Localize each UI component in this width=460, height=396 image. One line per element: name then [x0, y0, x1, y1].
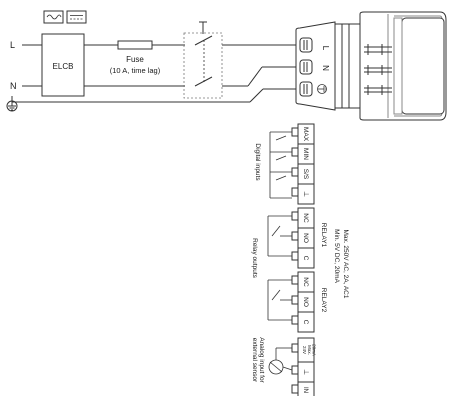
socket — [359, 11, 447, 121]
relay1-c-label: C — [302, 256, 309, 261]
analog-input-label-line2: external sensor — [251, 338, 258, 383]
relay1-name-label: RELAY1 — [320, 223, 327, 248]
ac-symbol-box — [43, 10, 64, 24]
relay2-nc-label: NC — [302, 277, 309, 287]
supply-type-symbols — [43, 10, 87, 24]
line-l-label: L — [10, 40, 15, 50]
elcb-box — [41, 33, 85, 97]
analog-supply-max-label: Max. — [307, 345, 312, 355]
digital-input-switches — [269, 131, 292, 199]
plug-ground-icon — [317, 84, 327, 94]
digital-inputs-label: Digital inputs — [254, 143, 261, 181]
wire-n-out-b — [247, 66, 263, 87]
relay-spec-min-label: Min. 5V DC, 20mA — [333, 229, 340, 283]
analog-gnd-label: ⊥ — [302, 369, 309, 375]
fuse-body — [117, 40, 153, 50]
wire-pe-b — [249, 88, 264, 103]
relay2-name-label: RELAY2 — [320, 288, 327, 313]
relay-spec-max-label: Max. 250V AC, 2A, AC1 — [342, 229, 349, 298]
analog-input-terminals: 24V Max. 20mA ⊥ IN — [291, 337, 317, 396]
relay1-contacts — [267, 215, 292, 257]
relay2-c-label: C — [302, 320, 309, 325]
analog-input-label-line1: Analog input for — [258, 337, 265, 383]
ground-icon — [6, 100, 18, 112]
plug-pin-l-label: L — [321, 46, 330, 51]
relay1-no-label: NO — [302, 233, 309, 243]
analog-supply-voltage-label: 24V — [302, 346, 307, 354]
terminal-max-label: MAX — [302, 127, 309, 142]
digital-input-terminals: MAX MIN S/S ⊥ — [291, 123, 315, 205]
analog-in-label: IN — [302, 387, 308, 393]
relay2-contacts — [267, 279, 292, 321]
terminal-ss-label: S/S — [302, 169, 309, 180]
connector-plug: L N — [295, 21, 361, 111]
fuse-label: Fuse — [126, 55, 144, 64]
relay2-terminals: NC NO C — [291, 271, 315, 333]
relay-outputs-label: Relay outputs — [251, 238, 258, 278]
relay1-terminals: NC NO C — [291, 207, 315, 269]
relay2-no-label: NO — [302, 297, 309, 307]
analog-sensor — [268, 347, 293, 375]
terminal-min-label: MIN — [302, 148, 309, 160]
analog-supply-current-label: 20mA — [312, 344, 317, 356]
double-pole-switch — [183, 21, 223, 99]
ac-wave-icon — [46, 14, 62, 20]
relay1-nc-label: NC — [302, 213, 309, 223]
line-n-label: N — [10, 81, 17, 91]
dc-symbol-box — [66, 10, 87, 24]
elcb-label: ELCB — [53, 62, 74, 71]
fuse-rating-label: (10 A, time lag) — [110, 66, 161, 75]
plug-pin-n-label: N — [321, 65, 330, 71]
terminal-digital-gnd-label: ⊥ — [302, 191, 309, 197]
